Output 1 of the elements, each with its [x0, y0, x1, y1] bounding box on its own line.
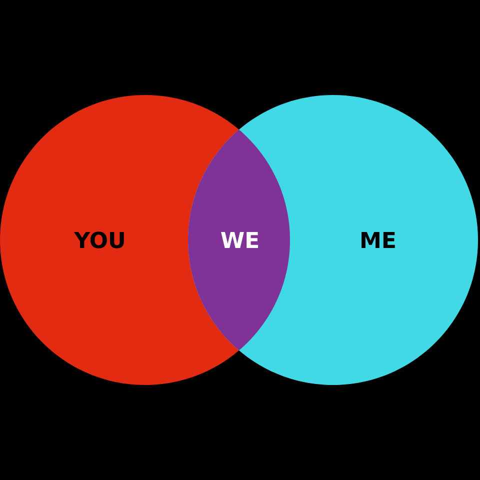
overlap-region: WE	[221, 232, 258, 248]
